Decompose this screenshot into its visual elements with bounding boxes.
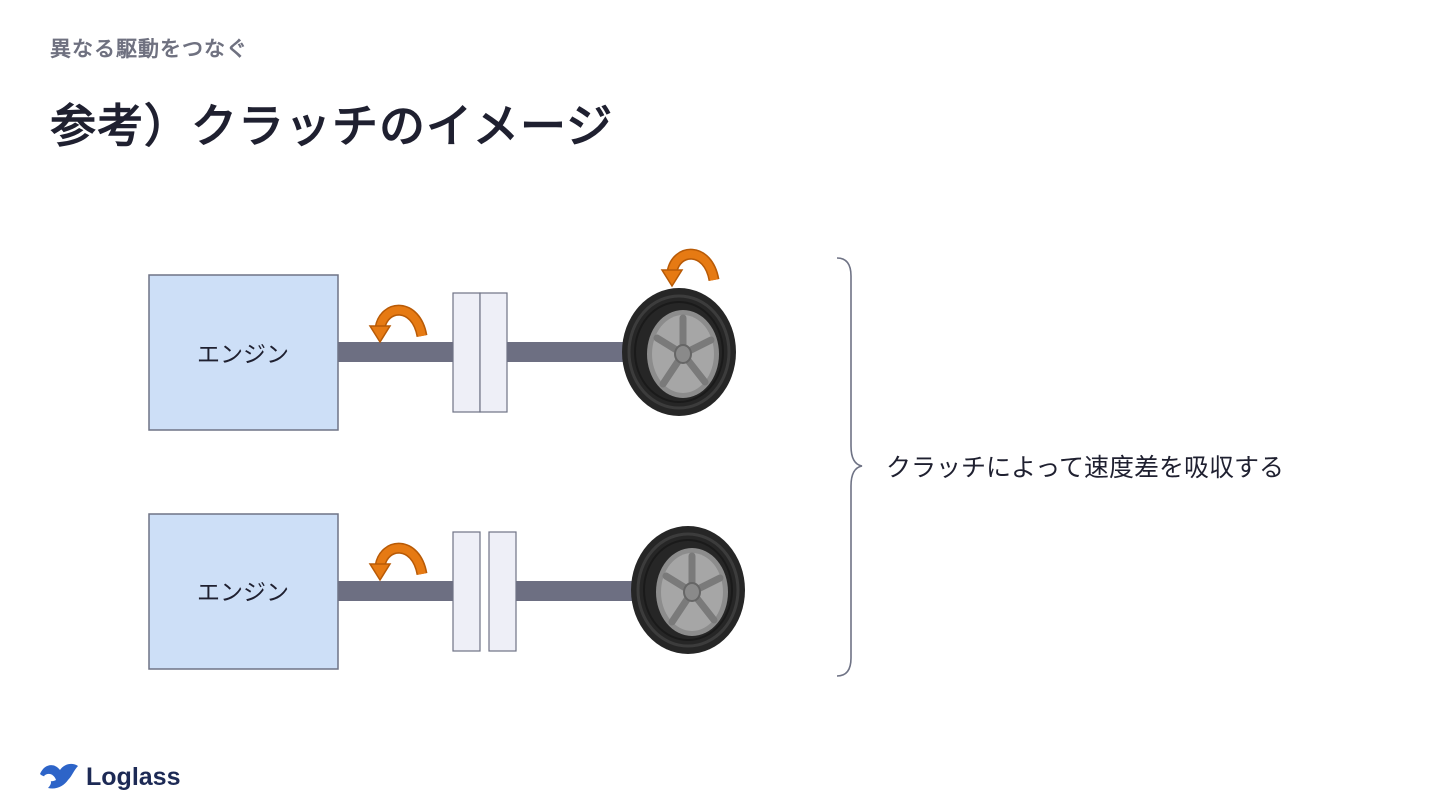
rotation-arrow-icon bbox=[662, 254, 714, 286]
row-disengaged: エンジン bbox=[148, 513, 745, 670]
engine-label: エンジン bbox=[197, 580, 289, 606]
engine-box bbox=[148, 274, 339, 431]
clutch-note: クラッチによって速度差を吸収する bbox=[886, 453, 1284, 482]
wheel-icon bbox=[631, 526, 745, 654]
shaft-left bbox=[337, 581, 457, 601]
clutch-plate bbox=[452, 292, 481, 413]
engine-box bbox=[148, 513, 339, 670]
clutch-plate bbox=[452, 531, 481, 652]
brand-name: Loglass bbox=[86, 762, 181, 791]
slide-title: 参考）クラッチのイメージ bbox=[50, 99, 614, 153]
shaft-right bbox=[505, 342, 630, 362]
shaft-left bbox=[337, 342, 457, 362]
shaft-right bbox=[514, 581, 639, 601]
wheel-icon bbox=[622, 288, 736, 416]
curly-brace bbox=[836, 257, 863, 677]
clutch-plate bbox=[488, 531, 517, 652]
loglass-logo-icon bbox=[40, 763, 78, 789]
engine-label: エンジン bbox=[197, 342, 289, 368]
rotation-arrow-icon bbox=[370, 310, 422, 342]
rotation-arrow-icon bbox=[370, 548, 422, 580]
clutch-plate bbox=[479, 292, 508, 413]
brand-logo: Loglass bbox=[38, 760, 180, 794]
slide-kicker: 異なる駆動をつなぐ bbox=[50, 37, 248, 61]
row-engaged: エンジン bbox=[148, 254, 736, 431]
